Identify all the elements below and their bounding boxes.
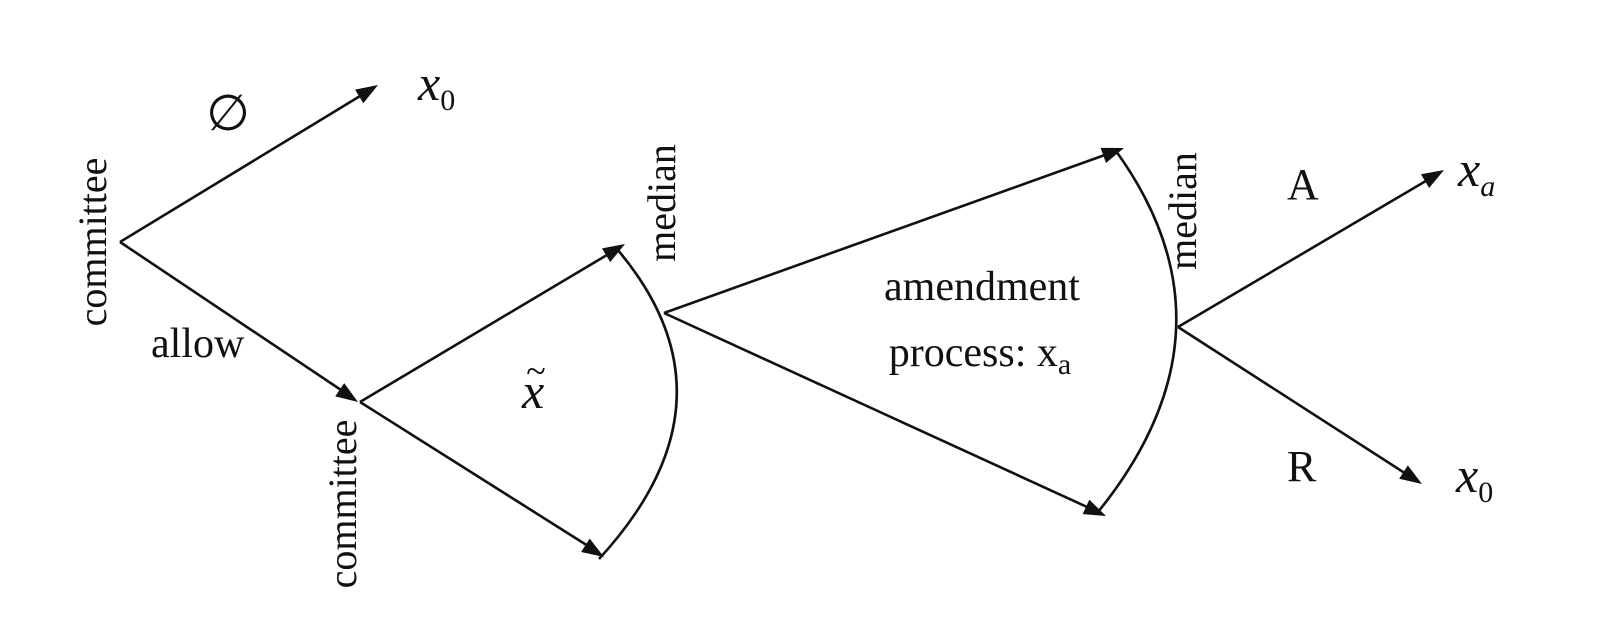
arrowhead-reject: [1399, 465, 1422, 484]
edge-amendment-lower: [663, 311, 1099, 514]
proposal-tilde: ~: [526, 351, 545, 391]
outcome-amended: xa: [1457, 141, 1495, 203]
amendment-line-2: process: xa: [889, 330, 1071, 381]
edge-accept: [1177, 173, 1437, 329]
arrowhead-committee-upper: [602, 244, 625, 263]
arrowhead-amendment-upper: [1100, 147, 1124, 163]
arrowhead-amendment-lower: [1082, 499, 1106, 516]
outcome-status-quo-bottom: x0: [1455, 447, 1493, 509]
accept-label: A: [1287, 160, 1319, 209]
arrowhead-accept: [1420, 170, 1444, 189]
arc-amendment-range: [1096, 150, 1178, 513]
arrowhead-committee-lower: [581, 538, 604, 557]
edge-closed-rule: [119, 88, 371, 244]
edge-allow: [119, 240, 351, 398]
arrowhead-closed-rule: [355, 85, 378, 104]
amendment-line-1: amendment: [884, 264, 1080, 310]
edge-committee-upper: [359, 247, 618, 404]
median-label-2: median: [1160, 152, 1205, 270]
tree-edges: [119, 88, 1437, 553]
root-player-label: committee: [70, 158, 115, 327]
arrowheads: [335, 85, 1444, 557]
arc-proposal-range: [598, 248, 679, 560]
proposal-x: x: [521, 363, 544, 419]
edge-committee-lower: [359, 400, 597, 553]
allow-label: allow: [151, 321, 245, 367]
median-label-1: median: [639, 144, 684, 262]
empty-set-icon: ∅: [206, 85, 250, 141]
information-arcs: [598, 150, 1178, 560]
committee-node-player-label: committee: [320, 420, 365, 589]
arrowhead-allow: [335, 383, 358, 402]
empty-set-label: ∅: [206, 85, 250, 141]
outcome-status-quo-top: x0: [417, 55, 455, 117]
proposal-x-tilde: x ~: [521, 351, 546, 419]
amendment-process-label: amendment process: xa: [884, 264, 1080, 381]
reject-label: R: [1287, 442, 1317, 491]
edge-reject: [1177, 325, 1415, 481]
edge-amendment-upper: [663, 149, 1117, 315]
